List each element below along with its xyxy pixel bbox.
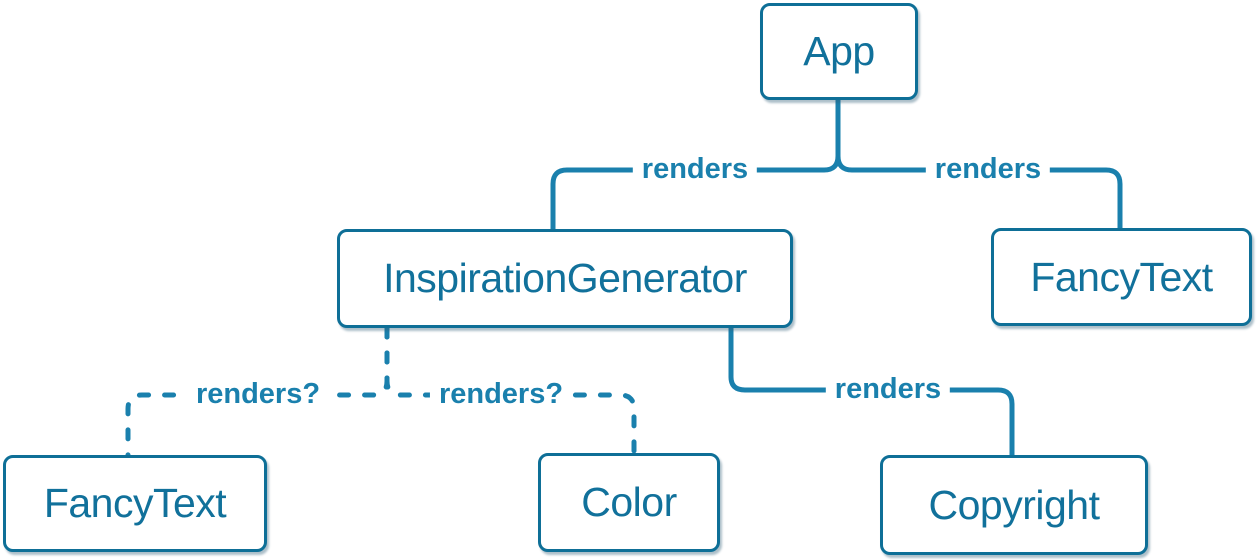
node-fancy-text-bottom-label: FancyText bbox=[43, 480, 227, 526]
node-fancy-text-top-label: FancyText bbox=[1030, 253, 1213, 300]
node-color-label: Color bbox=[581, 479, 677, 525]
node-inspiration-generator: InspirationGenerator bbox=[337, 229, 793, 328]
edge-label-renders-question-right: renders? bbox=[429, 378, 573, 411]
edge-label-renders-question-left: renders? bbox=[186, 378, 330, 411]
node-color: Color bbox=[538, 453, 720, 552]
node-copyright: Copyright bbox=[880, 455, 1148, 555]
edge-label-renders-right: renders bbox=[925, 153, 1051, 186]
node-fancy-text-bottom: FancyText bbox=[3, 455, 267, 552]
edge-label-renders-left: renders bbox=[632, 153, 758, 186]
node-inspiration-generator-label: InspirationGenerator bbox=[383, 255, 747, 301]
node-fancy-text-top: FancyText bbox=[991, 228, 1252, 326]
node-app: App bbox=[760, 3, 918, 100]
node-copyright-label: Copyright bbox=[928, 481, 1100, 528]
edge-label-renders-copyright: renders bbox=[825, 373, 951, 406]
node-app-label: App bbox=[803, 28, 875, 74]
